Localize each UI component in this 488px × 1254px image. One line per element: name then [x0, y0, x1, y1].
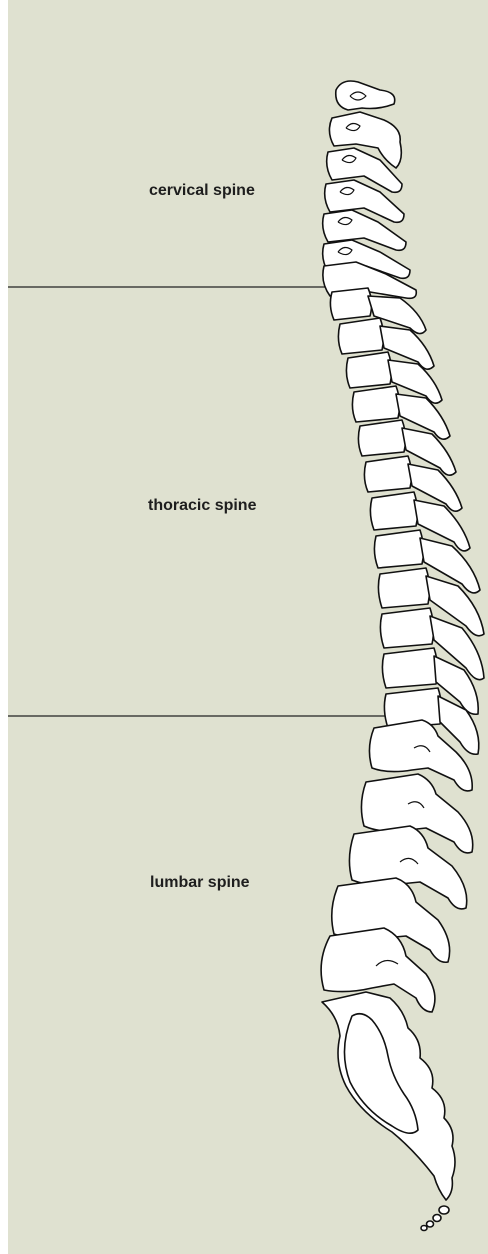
vertebra-t7	[370, 492, 417, 530]
vertebra-t8	[374, 530, 423, 568]
vertebra-t3	[346, 352, 391, 388]
vertebra-t10	[380, 608, 433, 648]
vertebra-t4	[352, 386, 399, 422]
vertebra-t6	[364, 456, 411, 492]
vertebra-t11	[382, 648, 437, 688]
cervical-spine-label: cervical spine	[149, 182, 255, 200]
vertebra-t5	[358, 420, 405, 456]
lumbar-spine-label: lumbar spine	[150, 874, 250, 892]
spine-diagram-panel: cervical spine thoracic spine lumbar spi…	[8, 0, 488, 1254]
vertebra-t2	[338, 318, 383, 354]
thoracic-spine-label: thoracic spine	[148, 497, 256, 515]
vertebra-t1	[330, 288, 371, 320]
vertebra-t9	[378, 568, 429, 608]
